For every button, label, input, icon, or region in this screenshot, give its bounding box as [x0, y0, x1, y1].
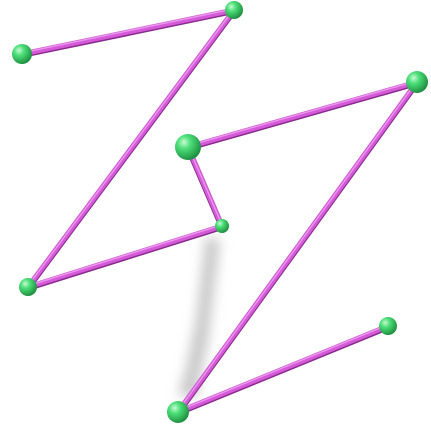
bond-4-5 [185, 144, 225, 230]
bond-shadow [178, 236, 220, 398]
atom-6 [406, 71, 428, 93]
bond-2-3 [25, 7, 237, 291]
bond-7-8 [175, 323, 391, 416]
bond-6-7 [175, 79, 420, 416]
bond-3-4 [25, 223, 225, 291]
atom-5 [175, 134, 201, 160]
atoms-group [12, 1, 428, 423]
bond-5-6 [185, 79, 420, 151]
bond-1-2 [19, 7, 237, 58]
atom-3 [19, 278, 37, 296]
drop-shadow [178, 236, 220, 398]
atom-2 [225, 1, 243, 19]
atom-7 [167, 401, 189, 423]
atom-8 [379, 317, 397, 335]
bonds-group [19, 7, 420, 416]
atom-1 [12, 44, 32, 64]
atom-4 [215, 219, 229, 233]
